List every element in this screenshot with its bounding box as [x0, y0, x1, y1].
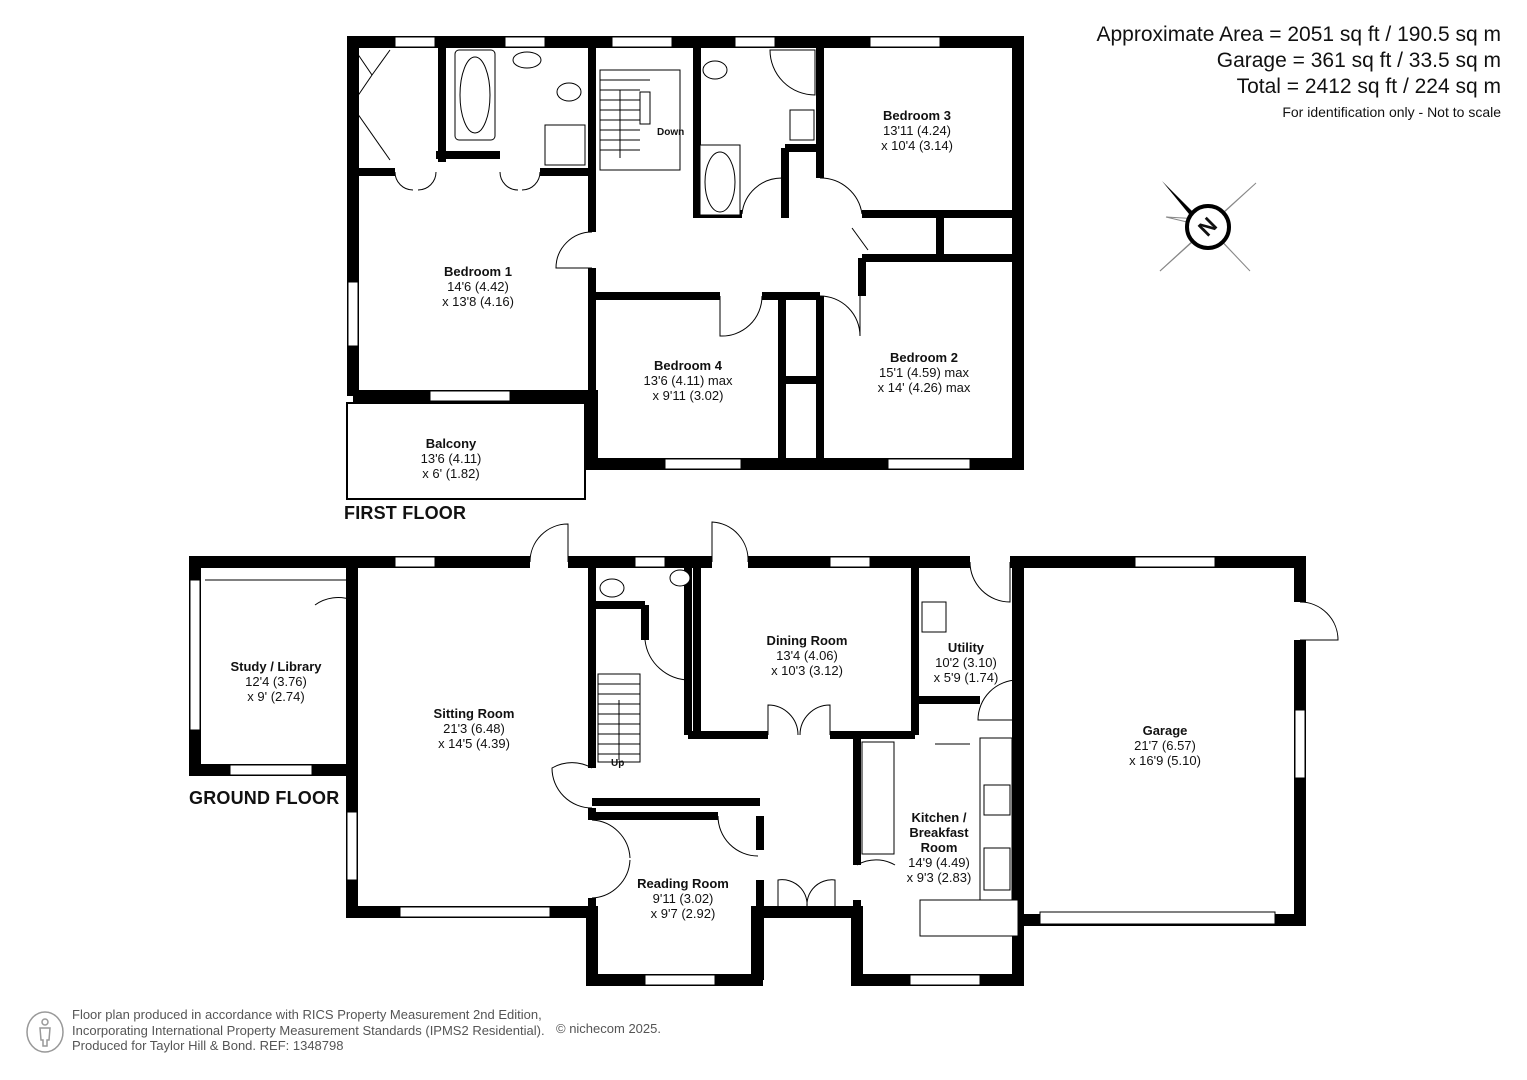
ground-floor-windows	[189, 556, 1306, 986]
first-floor-interior	[353, 42, 1018, 464]
ground-floor-title: GROUND FLOOR	[189, 788, 340, 808]
room-name: Bedroom 1	[444, 264, 512, 279]
room-sitting-room: Sitting Room 21'3 (6.48) x 14'5 (4.39)	[434, 706, 515, 751]
room-bedroom-3: Bedroom 3 13'11 (4.24) x 10'4 (3.14)	[881, 108, 953, 153]
room-name: Utility	[947, 640, 985, 655]
footer-line: Floor plan produced in accordance with R…	[72, 1007, 542, 1022]
room-name: Balcony	[425, 436, 477, 451]
room-dimension: 9'11 (3.02)	[652, 891, 714, 906]
room-dimension: x 14' (4.26) max	[877, 380, 971, 395]
room-dimension: 10'2 (3.10)	[935, 655, 997, 670]
approx-area-text: Approximate Area = 2051 sq ft / 190.5 sq…	[1096, 23, 1502, 46]
balcony-outline	[346, 402, 586, 500]
ground-floor-interior	[348, 562, 980, 980]
room-dimension: 15'1 (4.59) max	[879, 365, 969, 380]
room-reading-room: Reading Room 9'11 (3.02) x 9'7 (2.92)	[637, 876, 729, 921]
room-bedroom-1: Bedroom 1 14'6 (4.42) x 13'8 (4.16)	[442, 264, 514, 309]
room-dimension: x 10'4 (3.14)	[881, 138, 953, 153]
room-garage: Garage 21'7 (6.57) x 16'9 (5.10)	[1129, 723, 1201, 768]
room-dimension: x 9' (2.74)	[247, 689, 305, 704]
room-dimension: 21'3 (6.48)	[443, 721, 505, 736]
bathroom-fixtures	[454, 49, 816, 216]
compass-icon	[1159, 181, 1257, 272]
copyright-text: © nichecom 2025.	[556, 1021, 661, 1036]
room-dining-room: Dining Room 13'4 (4.06) x 10'3 (3.12)	[767, 633, 848, 678]
room-dimension: 13'6 (4.11)	[420, 451, 482, 466]
room-name: Study / Library	[230, 659, 322, 674]
room-name: Reading Room	[637, 876, 729, 891]
room-name: Bedroom 4	[654, 358, 722, 373]
ground-floor-doors	[314, 521, 1339, 913]
room-name: Bedroom 2	[890, 350, 958, 365]
first-floor-doors	[354, 49, 869, 337]
room-utility: Utility 10'2 (3.10) x 5'9 (1.74)	[934, 640, 999, 685]
ground-floor-fixtures	[205, 569, 1019, 937]
room-dimension: x 16'9 (5.10)	[1129, 753, 1201, 768]
room-name: Sitting Room	[433, 706, 515, 721]
stairs-down-label: Down	[657, 127, 685, 138]
room-name: Kitchen / Breakfast Room	[909, 810, 969, 855]
room-dimension: 21'7 (6.57)	[1134, 738, 1196, 753]
room-name: Bedroom 3	[883, 108, 951, 123]
room-dimension: x 9'11 (3.02)	[652, 388, 724, 403]
room-dimension: 12'4 (3.76)	[245, 674, 307, 689]
first-floor-stairs	[599, 69, 681, 171]
garage-area-text: Garage = 361 sq ft / 33.5 sq m	[1216, 49, 1501, 72]
area-summary: Approximate Area = 2051 sq ft / 190.5 sq…	[1097, 22, 1502, 124]
room-dimension: x 9'3 (2.83)	[906, 870, 972, 885]
room-dimension: 13'6 (4.11) max	[643, 373, 733, 388]
room-bedroom-2: Bedroom 2 15'1 (4.59) max x 14' (4.26) m…	[878, 350, 971, 395]
first-floor-windows	[347, 36, 971, 470]
footer-line: Incorporating International Property Mea…	[72, 1022, 545, 1038]
room-dimension: x 6' (1.82)	[422, 466, 480, 481]
room-name: Dining Room	[766, 633, 848, 648]
room-dimension: 13'4 (4.06)	[776, 648, 838, 663]
footer-line: Produced for Taylor Hill & Bond. REF: 13…	[72, 1038, 344, 1053]
room-dimension: x 14'5 (4.39)	[438, 736, 510, 751]
stairs-up-label: Up	[611, 758, 625, 769]
room-kitchen-breakfast: Kitchen / Breakfast Room 14'9 (4.49) x 9…	[894, 810, 984, 885]
total-area-text: Total = 2412 sq ft / 224 sq m	[1236, 75, 1501, 98]
room-bedroom-4: Bedroom 4 13'6 (4.11) max x 9'11 (3.02)	[644, 358, 733, 403]
room-dimension: 13'11 (4.24)	[882, 123, 952, 138]
room-dimension: x 5'9 (1.74)	[933, 670, 999, 685]
room-balcony: Balcony 13'6 (4.11) x 6' (1.82)	[421, 436, 482, 481]
first-floor-title: FIRST FLOOR	[344, 503, 467, 523]
room-dimension: x 13'8 (4.16)	[442, 294, 514, 309]
room-name: Garage	[1142, 723, 1188, 738]
room-dimension: 14'6 (4.42)	[447, 279, 509, 294]
room-dimension: 14'9 (4.49)	[908, 855, 970, 870]
room-dimension: x 9'7 (2.92)	[650, 906, 716, 921]
room-dimension: x 10'3 (3.12)	[771, 663, 843, 678]
room-study-library: Study / Library 12'4 (3.76) x 9' (2.74)	[230, 659, 321, 704]
scale-note: For identification only - Not to scale	[1282, 104, 1501, 120]
ground-floor-stairs	[597, 673, 641, 763]
person-icon	[26, 1011, 64, 1053]
footer-text: Floor plan produced in accordance with R…	[72, 1007, 545, 1054]
